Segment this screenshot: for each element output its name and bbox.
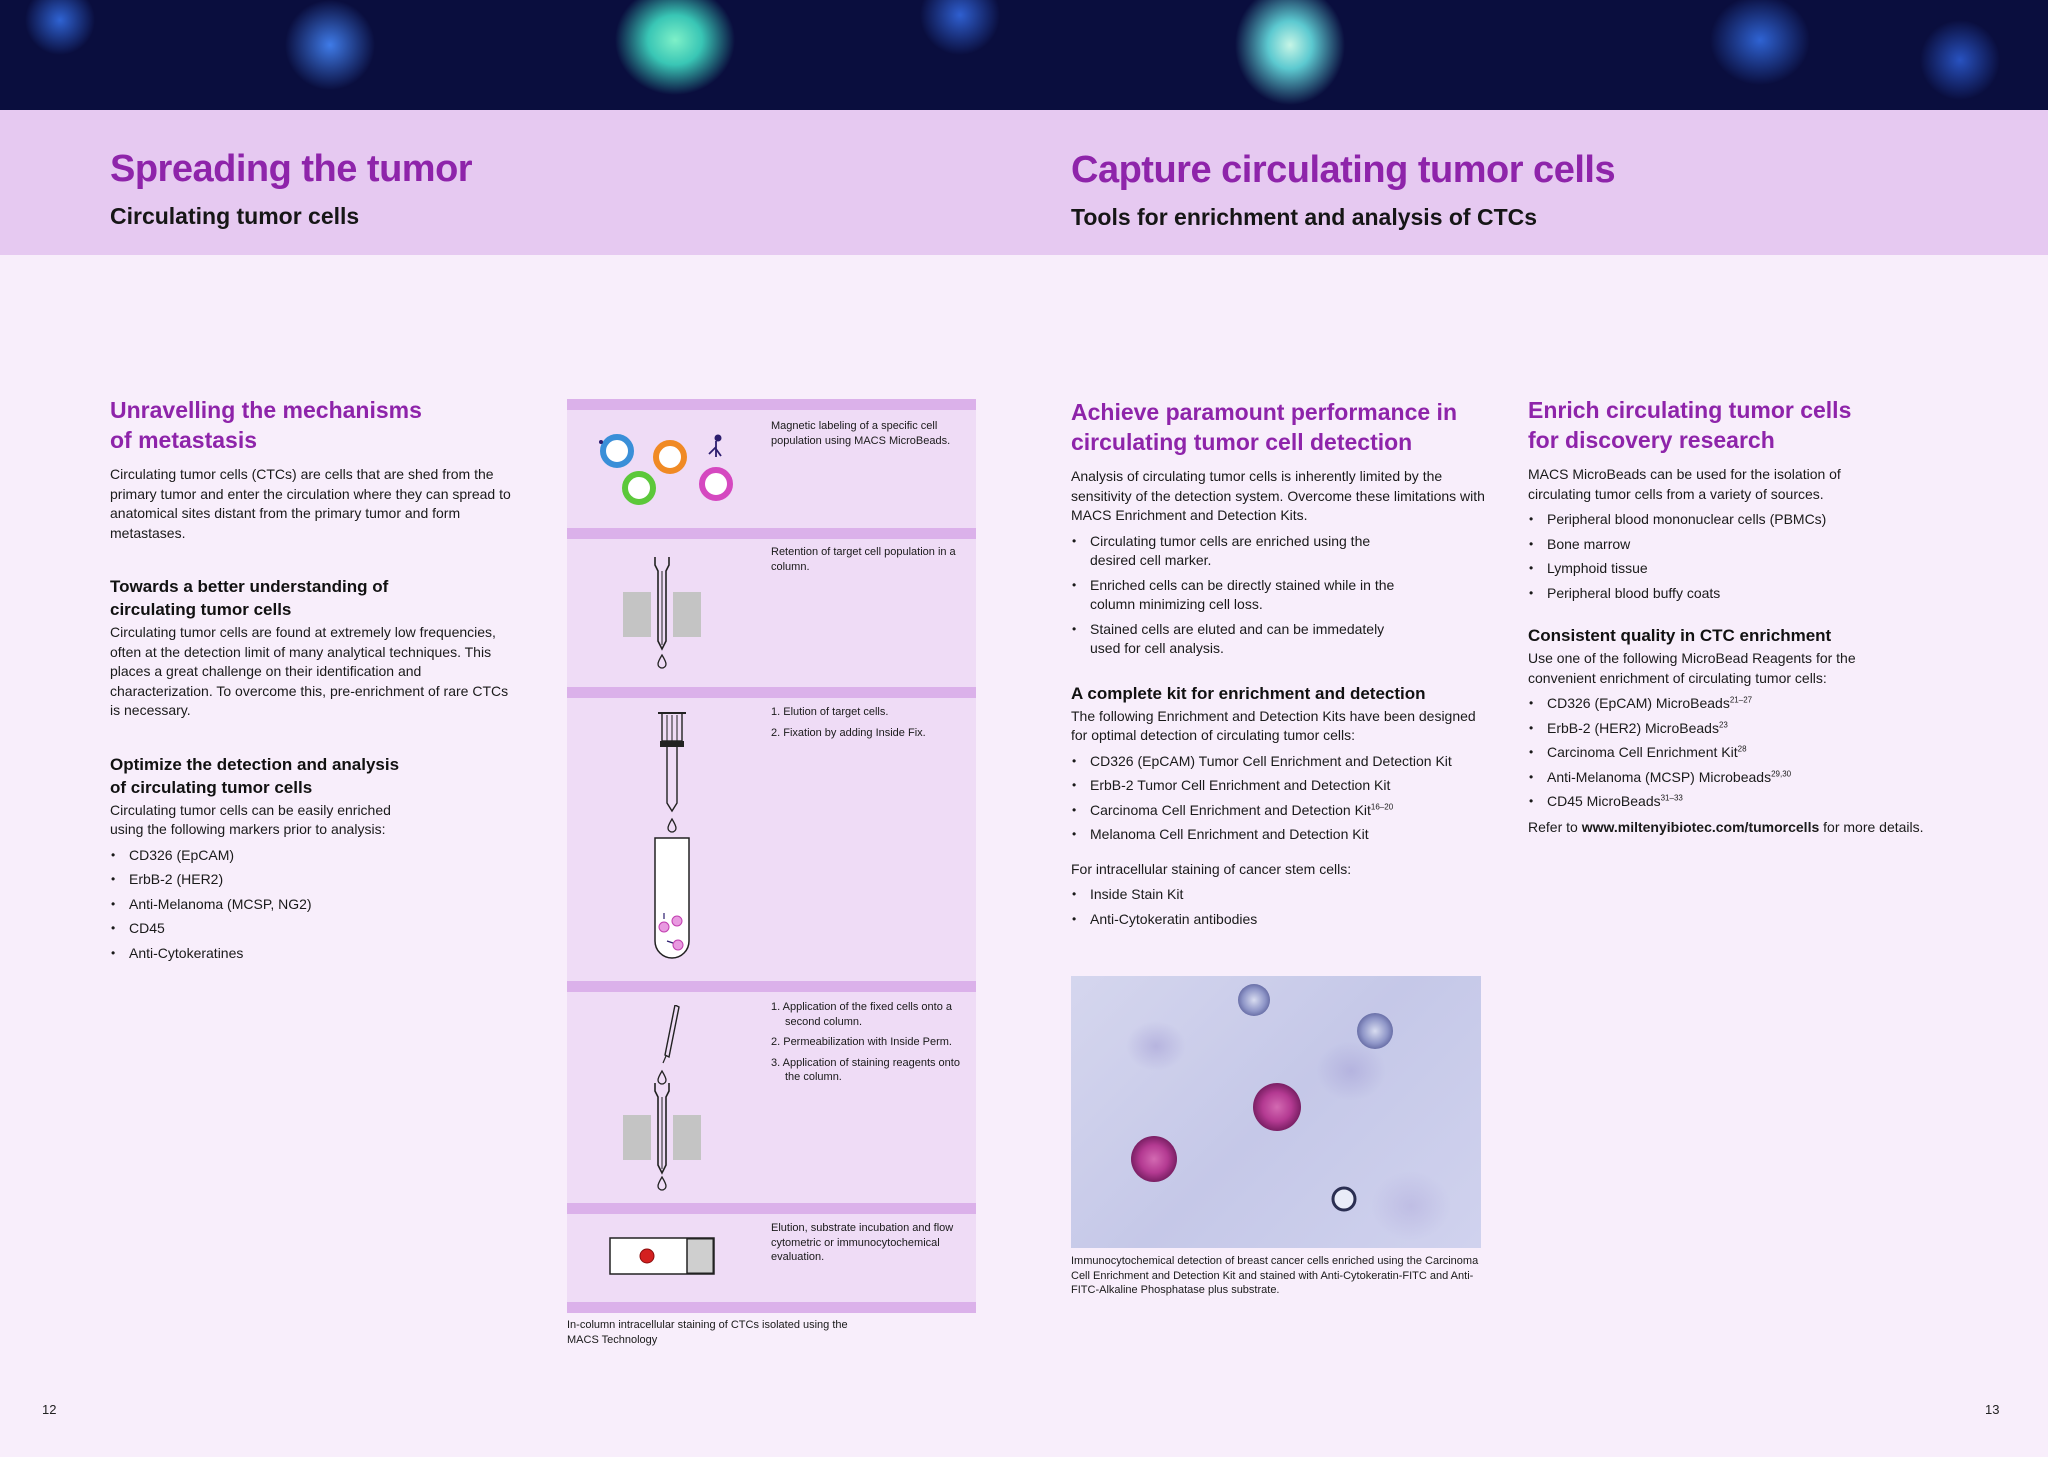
image-caption: Immunocytochemical detection of breast c… bbox=[1071, 1255, 1479, 1296]
list-item: Lymphoid tissue bbox=[1528, 559, 1948, 579]
website-link[interactable]: www.miltenyibiotec.com/tumorcells bbox=[1581, 818, 1820, 835]
section-title: Achieve paramount performance in circula… bbox=[1071, 399, 1457, 455]
paragraph: Circulating tumor cells can be easily en… bbox=[110, 801, 391, 838]
staining-column-icon bbox=[623, 1005, 701, 1191]
microscopy-image bbox=[1071, 976, 1481, 1248]
list-item: 2. Permeabilization with Inside Perm. bbox=[771, 1036, 952, 1048]
step-1-text: Magnetic labeling of a specific cell pop… bbox=[771, 420, 951, 447]
page-title-right: Capture circulating tumor cells bbox=[1071, 149, 1616, 191]
divider bbox=[567, 1302, 976, 1313]
step-4-text: 1. Application of the fixed cells onto a… bbox=[771, 1000, 966, 1091]
list-item: ErbB-2 (HER2) MicroBeads23 bbox=[1528, 719, 1948, 739]
stem-list: Inside Stain Kit Anti-Cytokeratin antibo… bbox=[1071, 885, 1491, 929]
subsection-title: Consistent quality in CTC enrichment bbox=[1528, 626, 1832, 645]
list-item: CD326 (EpCAM) MicroBeads21–27 bbox=[1528, 694, 1948, 714]
marker-list: CD326 (EpCAM) ErbB-2 (HER2) Anti-Melanom… bbox=[110, 846, 520, 964]
column-performance: Achieve paramount performance in circula… bbox=[1071, 397, 1491, 934]
list-item: Stained cells are eluted and can be imme… bbox=[1071, 620, 1401, 659]
divider bbox=[567, 687, 976, 698]
paragraph: For intracellular staining of cancer ste… bbox=[1071, 860, 1352, 877]
list-item: Inside Stain Kit bbox=[1071, 885, 1491, 905]
reference: 23 bbox=[1718, 719, 1728, 729]
kit-name: Carcinoma Cell Enrichment and Detection … bbox=[1090, 801, 1371, 818]
list-item: Carcinoma Cell Enrichment Kit28 bbox=[1528, 743, 1948, 763]
step-3-text: 1. Elution of target cells. 2. Fixation … bbox=[771, 705, 966, 746]
reference: 28 bbox=[1737, 744, 1747, 754]
intro-text: Analysis of circulating tumor cells is i… bbox=[1071, 468, 1485, 523]
list-item: 2. Fixation by adding Inside Fix. bbox=[771, 726, 926, 739]
list-item: Anti-Cytokeratin antibodies bbox=[1071, 910, 1491, 930]
benefit-list: Circulating tumor cells are enriched usi… bbox=[1071, 532, 1401, 659]
list-item: Peripheral blood mononuclear cells (PBMC… bbox=[1528, 510, 1948, 530]
list-item: ErbB-2 Tumor Cell Enrichment and Detecti… bbox=[1071, 776, 1491, 796]
divider bbox=[567, 399, 976, 410]
list-item: ErbB-2 (HER2) bbox=[110, 870, 520, 890]
subsection-title: A complete kit for enrichment and detect… bbox=[1071, 683, 1426, 703]
slide-icon bbox=[609, 1237, 715, 1275]
magnetic-column-icon bbox=[623, 557, 701, 669]
section-title: Unravelling the mechanisms of metastasis bbox=[110, 397, 422, 453]
list-item: 3. Application of staining reagents onto… bbox=[771, 1056, 960, 1084]
elution-tube-icon bbox=[654, 712, 690, 959]
reagent-name: CD45 MicroBeads bbox=[1547, 793, 1661, 809]
kit-list: CD326 (EpCAM) Tumor Cell Enrichment and … bbox=[1071, 752, 1491, 845]
reagent-name: CD326 (EpCAM) MicroBeads bbox=[1547, 695, 1730, 711]
fluorescence-banner-image bbox=[0, 0, 2048, 110]
subsection-title: Optimize the detection and analysis of c… bbox=[110, 754, 400, 797]
list-item: CD326 (EpCAM) Tumor Cell Enrichment and … bbox=[1071, 752, 1491, 772]
list-item: Anti-Melanoma (MCSP, NG2) bbox=[110, 895, 520, 915]
page-subtitle-left: Circulating tumor cells bbox=[110, 203, 360, 229]
list-item: Bone marrow bbox=[1528, 535, 1948, 555]
paragraph: Use one of the following MicroBead Reage… bbox=[1528, 650, 1856, 686]
page-title-left: Spreading the tumor bbox=[110, 148, 473, 190]
reagent-list: CD326 (EpCAM) MicroBeads21–27 ErbB-2 (HE… bbox=[1528, 694, 1948, 812]
list-item: Peripheral blood buffy coats bbox=[1528, 584, 1948, 604]
divider bbox=[567, 528, 976, 539]
paragraph: Circulating tumor cells are found at ext… bbox=[110, 624, 509, 718]
reagent-name: Anti-Melanoma (MCSP) Microbeads bbox=[1547, 768, 1772, 785]
section-title: Enrich circulating tumor cells for disco… bbox=[1528, 397, 1852, 453]
refer-text: Refer to www.miltenyibiotec.com/tumorcel… bbox=[1528, 818, 1924, 835]
step-2-text: Retention of target cell population in a… bbox=[771, 546, 956, 573]
column-mechanisms: Unravelling the mechanisms of metastasis… bbox=[110, 395, 520, 968]
reagent-name: ErbB-2 (HER2) MicroBeads bbox=[1547, 719, 1719, 736]
list-item: Enriched cells can be directly stained w… bbox=[1071, 576, 1401, 615]
reference: 31–33 bbox=[1660, 793, 1683, 803]
divider bbox=[567, 1203, 976, 1214]
step-5-text: Elution, substrate incubation and flow c… bbox=[771, 1222, 954, 1263]
source-list: Peripheral blood mononuclear cells (PBMC… bbox=[1528, 510, 1948, 603]
diagram-caption: In-column intracellular staining of CTCs… bbox=[567, 1319, 848, 1346]
list-item: CD326 (EpCAM) bbox=[110, 846, 520, 866]
list-item: Anti-Melanoma (MCSP) Microbeads29,30 bbox=[1528, 768, 1948, 788]
magnetic-beads-icon bbox=[599, 434, 733, 505]
list-item: Carcinoma Cell Enrichment and Detection … bbox=[1071, 801, 1491, 821]
page-subtitle-right: Tools for enrichment and analysis of CTC… bbox=[1071, 204, 1538, 230]
list-item: 1. Application of the fixed cells onto a… bbox=[771, 1001, 953, 1028]
paragraph: The following Enrichment and Detection K… bbox=[1071, 707, 1476, 744]
list-item: Anti-Cytokeratines bbox=[110, 944, 520, 964]
reference: 21–27 bbox=[1729, 695, 1753, 705]
reagent-name: Carcinoma Cell Enrichment Kit bbox=[1547, 744, 1738, 760]
intro-text: Circulating tumor cells (CTCs) are cells… bbox=[110, 466, 511, 541]
page-number-left: 12 bbox=[42, 1402, 57, 1417]
page-number-right: 13 bbox=[1985, 1402, 2000, 1417]
list-item: CD45 bbox=[110, 919, 520, 939]
intro-text: MACS MicroBeads can be used for the isol… bbox=[1528, 466, 1841, 502]
protocol-diagram: Magnetic labeling of a specific cell pop… bbox=[567, 399, 976, 1313]
list-item: Circulating tumor cells are enriched usi… bbox=[1071, 532, 1401, 571]
divider bbox=[567, 981, 976, 992]
list-item: CD45 MicroBeads31–33 bbox=[1528, 792, 1948, 812]
reference: 16–20 bbox=[1370, 801, 1394, 811]
column-discovery: Enrich circulating tumor cells for disco… bbox=[1528, 395, 1948, 843]
subsection-title: Towards a better understanding of circul… bbox=[110, 577, 389, 619]
list-item: Melanoma Cell Enrichment and Detection K… bbox=[1071, 825, 1491, 845]
reference: 29,30 bbox=[1771, 768, 1792, 778]
list-item: 1. Elution of target cells. bbox=[771, 706, 889, 718]
header-band bbox=[0, 110, 2048, 255]
